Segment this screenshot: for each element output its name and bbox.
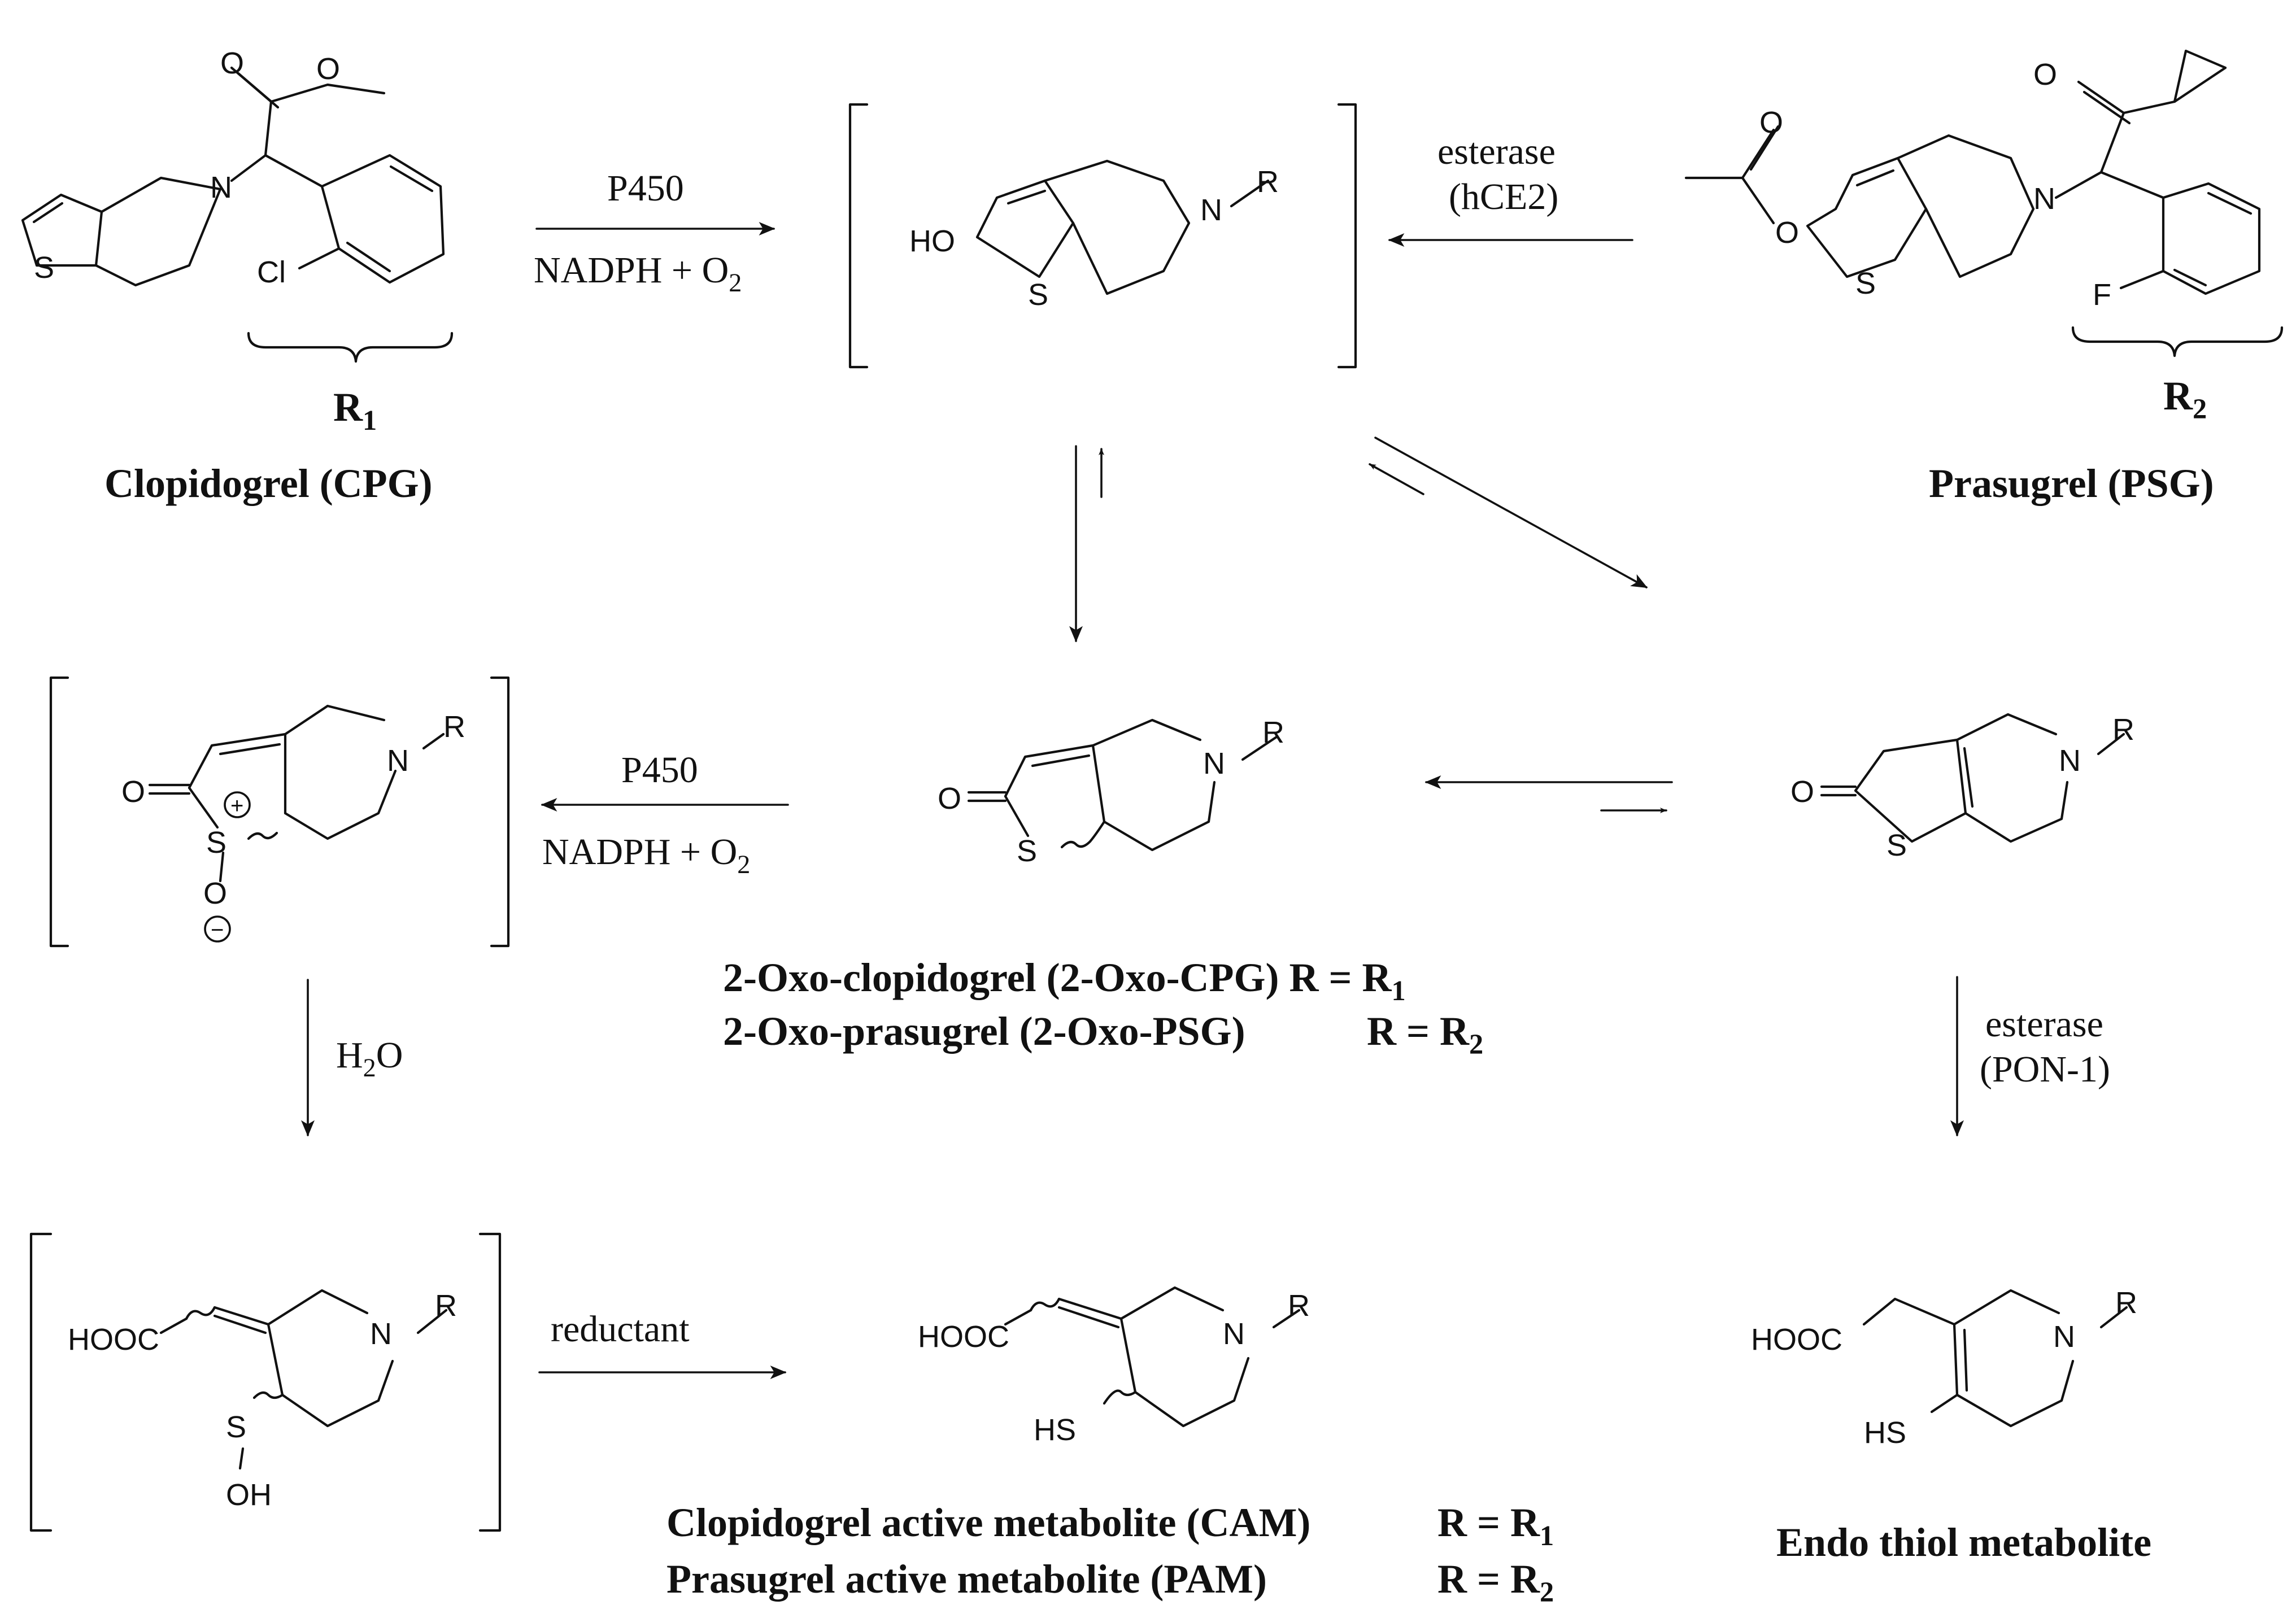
clopidogrel-structure: S N O O Cl R1 Clopidogrel (CPG) bbox=[21, 46, 454, 506]
atom-r: R bbox=[443, 710, 465, 744]
cam-r-label: R = R1 bbox=[1437, 1500, 1554, 1551]
pam-label: Prasugrel active metabolite (PAM) bbox=[666, 1556, 1267, 1602]
atom-n: N bbox=[210, 171, 232, 204]
endo-thiol-label: Endo thiol metabolite bbox=[1776, 1520, 2151, 1565]
atom-o: O bbox=[1759, 106, 1783, 139]
atom-n: N bbox=[2053, 1320, 2075, 1354]
atom-o: O bbox=[220, 46, 244, 80]
arrow-equilibrium-horizontal bbox=[1424, 775, 1673, 813]
atom-hooc: HOOC bbox=[68, 1323, 159, 1357]
atom-s: S bbox=[34, 251, 54, 285]
hydroxythiophene-intermediate: HO S N R bbox=[848, 103, 1357, 369]
atom-r: R bbox=[435, 1289, 457, 1323]
condition-nadph: NADPH + O2 bbox=[542, 831, 750, 879]
atom-r: R bbox=[1288, 1289, 1310, 1323]
cam-label: Clopidogrel active metabolite (CAM) bbox=[666, 1500, 1310, 1545]
endo-thiolactone: O S N R bbox=[1790, 713, 2134, 862]
atom-s: S bbox=[226, 1410, 246, 1444]
atom-o: O bbox=[203, 876, 227, 910]
atom-r: R bbox=[2112, 713, 2134, 747]
atom-ho: HO bbox=[909, 224, 955, 258]
oxo-cpg-label: 2-Oxo-clopidogrel (2-Oxo-CPG) R = R1 bbox=[723, 955, 1406, 1006]
atom-n: N bbox=[1203, 747, 1225, 780]
arrow-esterase-pon1: esterase (PON-1) bbox=[1950, 976, 2110, 1137]
condition-esterase: esterase bbox=[1985, 1004, 2103, 1045]
condition-hce2: (hCE2) bbox=[1449, 176, 1558, 217]
oxo-psg-label: 2-Oxo-prasugrel (2-Oxo-PSG) bbox=[723, 1009, 1245, 1054]
atom-o: O bbox=[316, 52, 340, 86]
oxo-psg-r-label: R = R2 bbox=[1367, 1009, 1483, 1060]
arrow-reductant: reductant bbox=[538, 1309, 787, 1379]
atom-s: S bbox=[1855, 267, 1876, 300]
atom-n: N bbox=[387, 744, 409, 778]
arrow-hydrolysis: H2O bbox=[301, 979, 403, 1137]
atom-cl: Cl bbox=[257, 255, 286, 289]
atom-r: R bbox=[1262, 716, 1284, 749]
arrow-equilibrium-vertical bbox=[1069, 445, 1104, 643]
active-metabolite: HOOC HS N R Clopidogrel active metabolit… bbox=[666, 1286, 1554, 1608]
arrow-p450-mid: P450 NADPH + O2 bbox=[541, 749, 789, 879]
atom-hs: HS bbox=[1034, 1413, 1076, 1447]
clopidogrel-label: Clopidogrel (CPG) bbox=[104, 461, 433, 506]
charge-minus: − bbox=[211, 918, 224, 943]
atom-n: N bbox=[2059, 744, 2081, 778]
atom-r: R bbox=[1257, 165, 1279, 199]
atom-o: O bbox=[121, 775, 145, 809]
atom-hooc: HOOC bbox=[918, 1320, 1009, 1354]
prasugrel-label: Prasugrel (PSG) bbox=[1929, 461, 2214, 506]
pam-r-label: R = R2 bbox=[1437, 1556, 1554, 1608]
condition-reductant: reductant bbox=[551, 1309, 690, 1350]
condition-water: H2O bbox=[336, 1035, 403, 1082]
endo-thiol-metabolite: HOOC HS N R Endo thiol metabolite bbox=[1751, 1286, 2151, 1565]
atom-r: R bbox=[2115, 1286, 2137, 1320]
condition-esterase: esterase bbox=[1437, 131, 1556, 172]
sulfoxide-intermediate: O S O + − N R bbox=[49, 676, 510, 948]
atom-n: N bbox=[370, 1317, 392, 1351]
atom-n: N bbox=[2033, 182, 2055, 216]
atom-s: S bbox=[1028, 278, 1048, 312]
atom-n: N bbox=[1200, 193, 1222, 227]
atom-hs: HS bbox=[1864, 1416, 1906, 1450]
atom-s: S bbox=[1887, 828, 1907, 862]
sulfenic-acid-intermediate: HOOC S OH N R bbox=[29, 1232, 502, 1532]
condition-nadph: NADPH + O2 bbox=[534, 250, 742, 297]
atom-oh: OH bbox=[226, 1478, 272, 1512]
oxo-thiolactone: O S N R 2-Oxo-clopidogrel (2-Oxo-CPG) R … bbox=[723, 716, 1483, 1060]
atom-s: S bbox=[206, 826, 226, 860]
arrow-p450-top: P450 NADPH + O2 bbox=[534, 168, 776, 297]
arrow-esterase-hce2: esterase (hCE2) bbox=[1388, 131, 1633, 247]
atom-o: O bbox=[1790, 775, 1814, 809]
atom-n: N bbox=[1223, 1317, 1245, 1351]
atom-s: S bbox=[1017, 834, 1037, 868]
atom-f: F bbox=[2093, 278, 2111, 312]
r1-label: R1 bbox=[333, 385, 377, 436]
condition-p450: P450 bbox=[607, 168, 684, 209]
condition-p450: P450 bbox=[621, 749, 698, 791]
atom-o: O bbox=[2033, 58, 2057, 91]
r2-label: R2 bbox=[2163, 373, 2207, 425]
atom-o: O bbox=[938, 782, 961, 815]
prasugrel-structure: O O S N O F R2 Prasugrel (PSG) bbox=[1684, 49, 2284, 506]
atom-hooc: HOOC bbox=[1751, 1323, 1842, 1357]
arrow-equilibrium-diagonal bbox=[1369, 437, 1648, 588]
condition-pon1: (PON-1) bbox=[1980, 1049, 2110, 1090]
atom-o: O bbox=[1775, 216, 1799, 250]
charge-plus: + bbox=[230, 793, 243, 818]
